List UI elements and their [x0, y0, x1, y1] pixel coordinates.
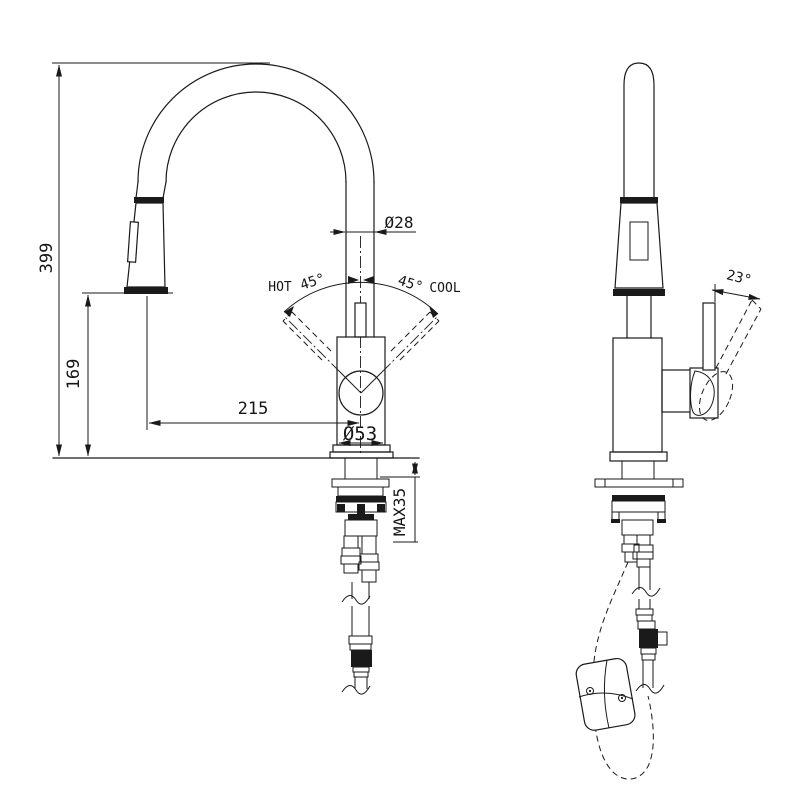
dim-spout-diameter: Ø28 [385, 213, 414, 232]
front-dimensions: 399 169 215 Ø28 Ø53 MAX35 [37, 62, 420, 543]
handle-rotation-fan: HOT 45° 45° COOL [268, 271, 461, 373]
sprayer-button [629, 221, 649, 261]
break-line [635, 684, 665, 694]
front-view: HOT 45° 45° COOL 399 169 215 Ø28 [37, 62, 461, 695]
pulldown-sprayer-side [613, 202, 665, 339]
handle-lever-side [702, 302, 716, 371]
break-line [341, 595, 371, 605]
dim-outlet-height: 169 [64, 359, 84, 390]
counterweight-screw [618, 694, 626, 702]
mounting-hardware-front [331, 457, 390, 537]
pulldown-sprayer-front [124, 197, 168, 294]
dim-handle-angle: 23° [725, 267, 753, 289]
cool-label: COOL [429, 281, 460, 296]
supply-hoses-front [340, 535, 380, 695]
pulldown-hose-loop [592, 561, 654, 780]
handle-mount [661, 369, 693, 413]
sprayer-button [126, 221, 140, 263]
hose-tee-fitting [639, 629, 658, 648]
hot-angle-label: 45° [298, 271, 327, 294]
faucet-body-side [612, 299, 762, 453]
counterweight-screw [586, 687, 594, 695]
handle-base [689, 367, 719, 419]
cool-angle-label: 45° [396, 273, 425, 296]
hose-coupler [351, 650, 372, 667]
hot-label: HOT [268, 280, 292, 295]
cartridge-circle [338, 370, 384, 416]
dim-reach: 215 [238, 399, 269, 419]
dim-max-deck: MAX35 [390, 488, 409, 536]
dim-total-height: 399 [37, 243, 57, 274]
counterweight [575, 657, 636, 731]
side-dimensions: 23° [711, 267, 761, 302]
hose-assembly-side [575, 534, 668, 780]
mounting-hardware-side [594, 451, 684, 536]
spout-column-side [620, 62, 658, 203]
handle-lever-front [354, 302, 367, 338]
gooseneck-spout [135, 63, 375, 338]
dim-body-diameter: Ø53 [343, 423, 377, 445]
handle-grip [690, 370, 715, 416]
break-line [341, 685, 371, 695]
side-view: 23° [575, 62, 762, 780]
break-line [631, 587, 661, 597]
handle-tilted-ghost [698, 371, 734, 421]
